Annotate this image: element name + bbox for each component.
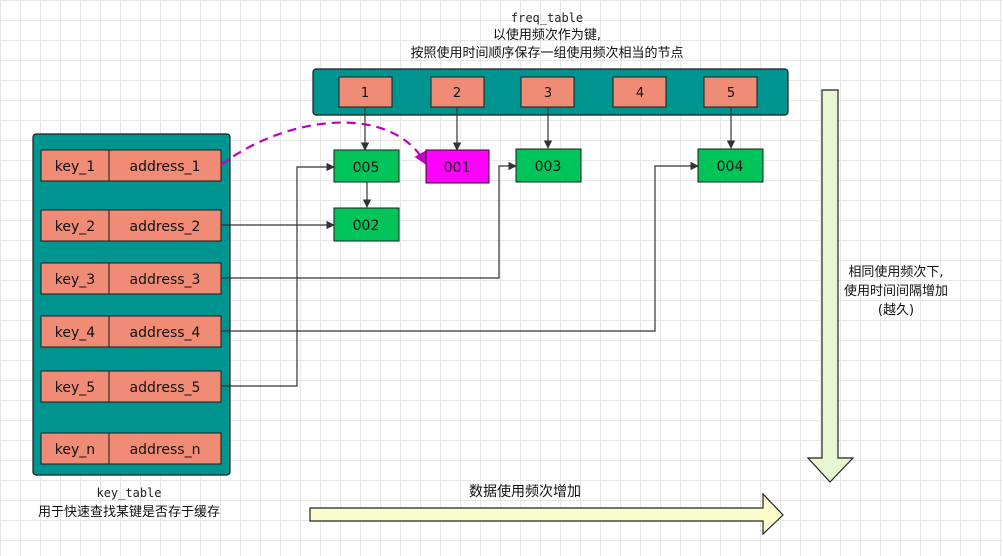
freq-table-desc-1: 以使用频次作为键, [493,27,601,43]
key-row[interactable]: key_n address_n [40,432,222,465]
key-row[interactable]: key_4 address_4 [40,315,222,348]
key-row[interactable]: key_1 address_1 [40,149,222,182]
freq-slot[interactable]: 1 [338,76,393,108]
link-arrow [221,162,335,387]
freq-slot-label: 1 [361,86,369,101]
key-cell: key_2 [55,219,95,235]
dashed-link-arrow [220,121,427,166]
down-arrow-icon [806,89,855,483]
node[interactable]: 003 [515,148,582,183]
key-row[interactable]: key_2 address_2 [40,209,222,242]
key-cell: key_n [55,442,95,458]
address-cell: address_n [130,442,201,458]
freq-slot-label: 3 [544,86,552,101]
right-arrow-caption-2: 使用时间间隔增加 [844,283,948,299]
right-arrow-caption-1: 相同使用频次下, [848,264,943,280]
freq-slot[interactable]: 3 [520,76,575,108]
bottom-arrow-caption: 数据使用频次增加 [469,483,581,500]
node[interactable]: 005 [333,149,400,183]
right-arrow-caption-3: (越久) [878,303,914,318]
freq-table-name: freq_table [511,11,583,25]
freq-slot[interactable]: 4 [612,76,667,108]
key-cell: key_3 [55,272,95,288]
key-table-name: key_table [96,486,161,500]
right-arrow-icon [309,492,784,536]
key-cell: key_1 [55,159,95,175]
address-cell: address_2 [130,219,201,235]
address-cell: address_4 [130,325,201,341]
node-label: 005 [353,160,380,176]
key-table-desc: 用于快速查找某键是否存于缓存 [38,505,220,520]
freq-slot-label: 4 [636,86,644,101]
link-arrow [221,161,699,332]
key-cell: key_5 [55,380,95,396]
node-label: 003 [535,159,562,175]
freq-slot-label: 2 [453,86,461,101]
freq-table-desc-2: 按照使用时间顺序保存一组使用频次相当的节点 [410,45,683,61]
address-cell: address_1 [130,159,201,175]
node-label: 001 [444,160,471,176]
key-table-container [32,133,231,476]
key-cell: key_4 [55,325,96,341]
freq-slot-label: 5 [727,86,735,101]
address-cell: address_5 [130,380,201,396]
node[interactable]: 002 [333,207,400,242]
address-cell: address_3 [130,272,201,288]
key-row[interactable]: key_3 address_3 [40,262,222,295]
node[interactable]: 001 [425,149,490,184]
node[interactable]: 004 [697,148,764,183]
link-arrow [221,161,517,279]
node-label: 004 [717,159,744,175]
key-row[interactable]: key_5 address_5 [40,370,222,403]
freq-slot[interactable]: 2 [430,76,485,108]
node-label: 002 [353,218,380,234]
freq-slot[interactable]: 5 [703,76,758,108]
